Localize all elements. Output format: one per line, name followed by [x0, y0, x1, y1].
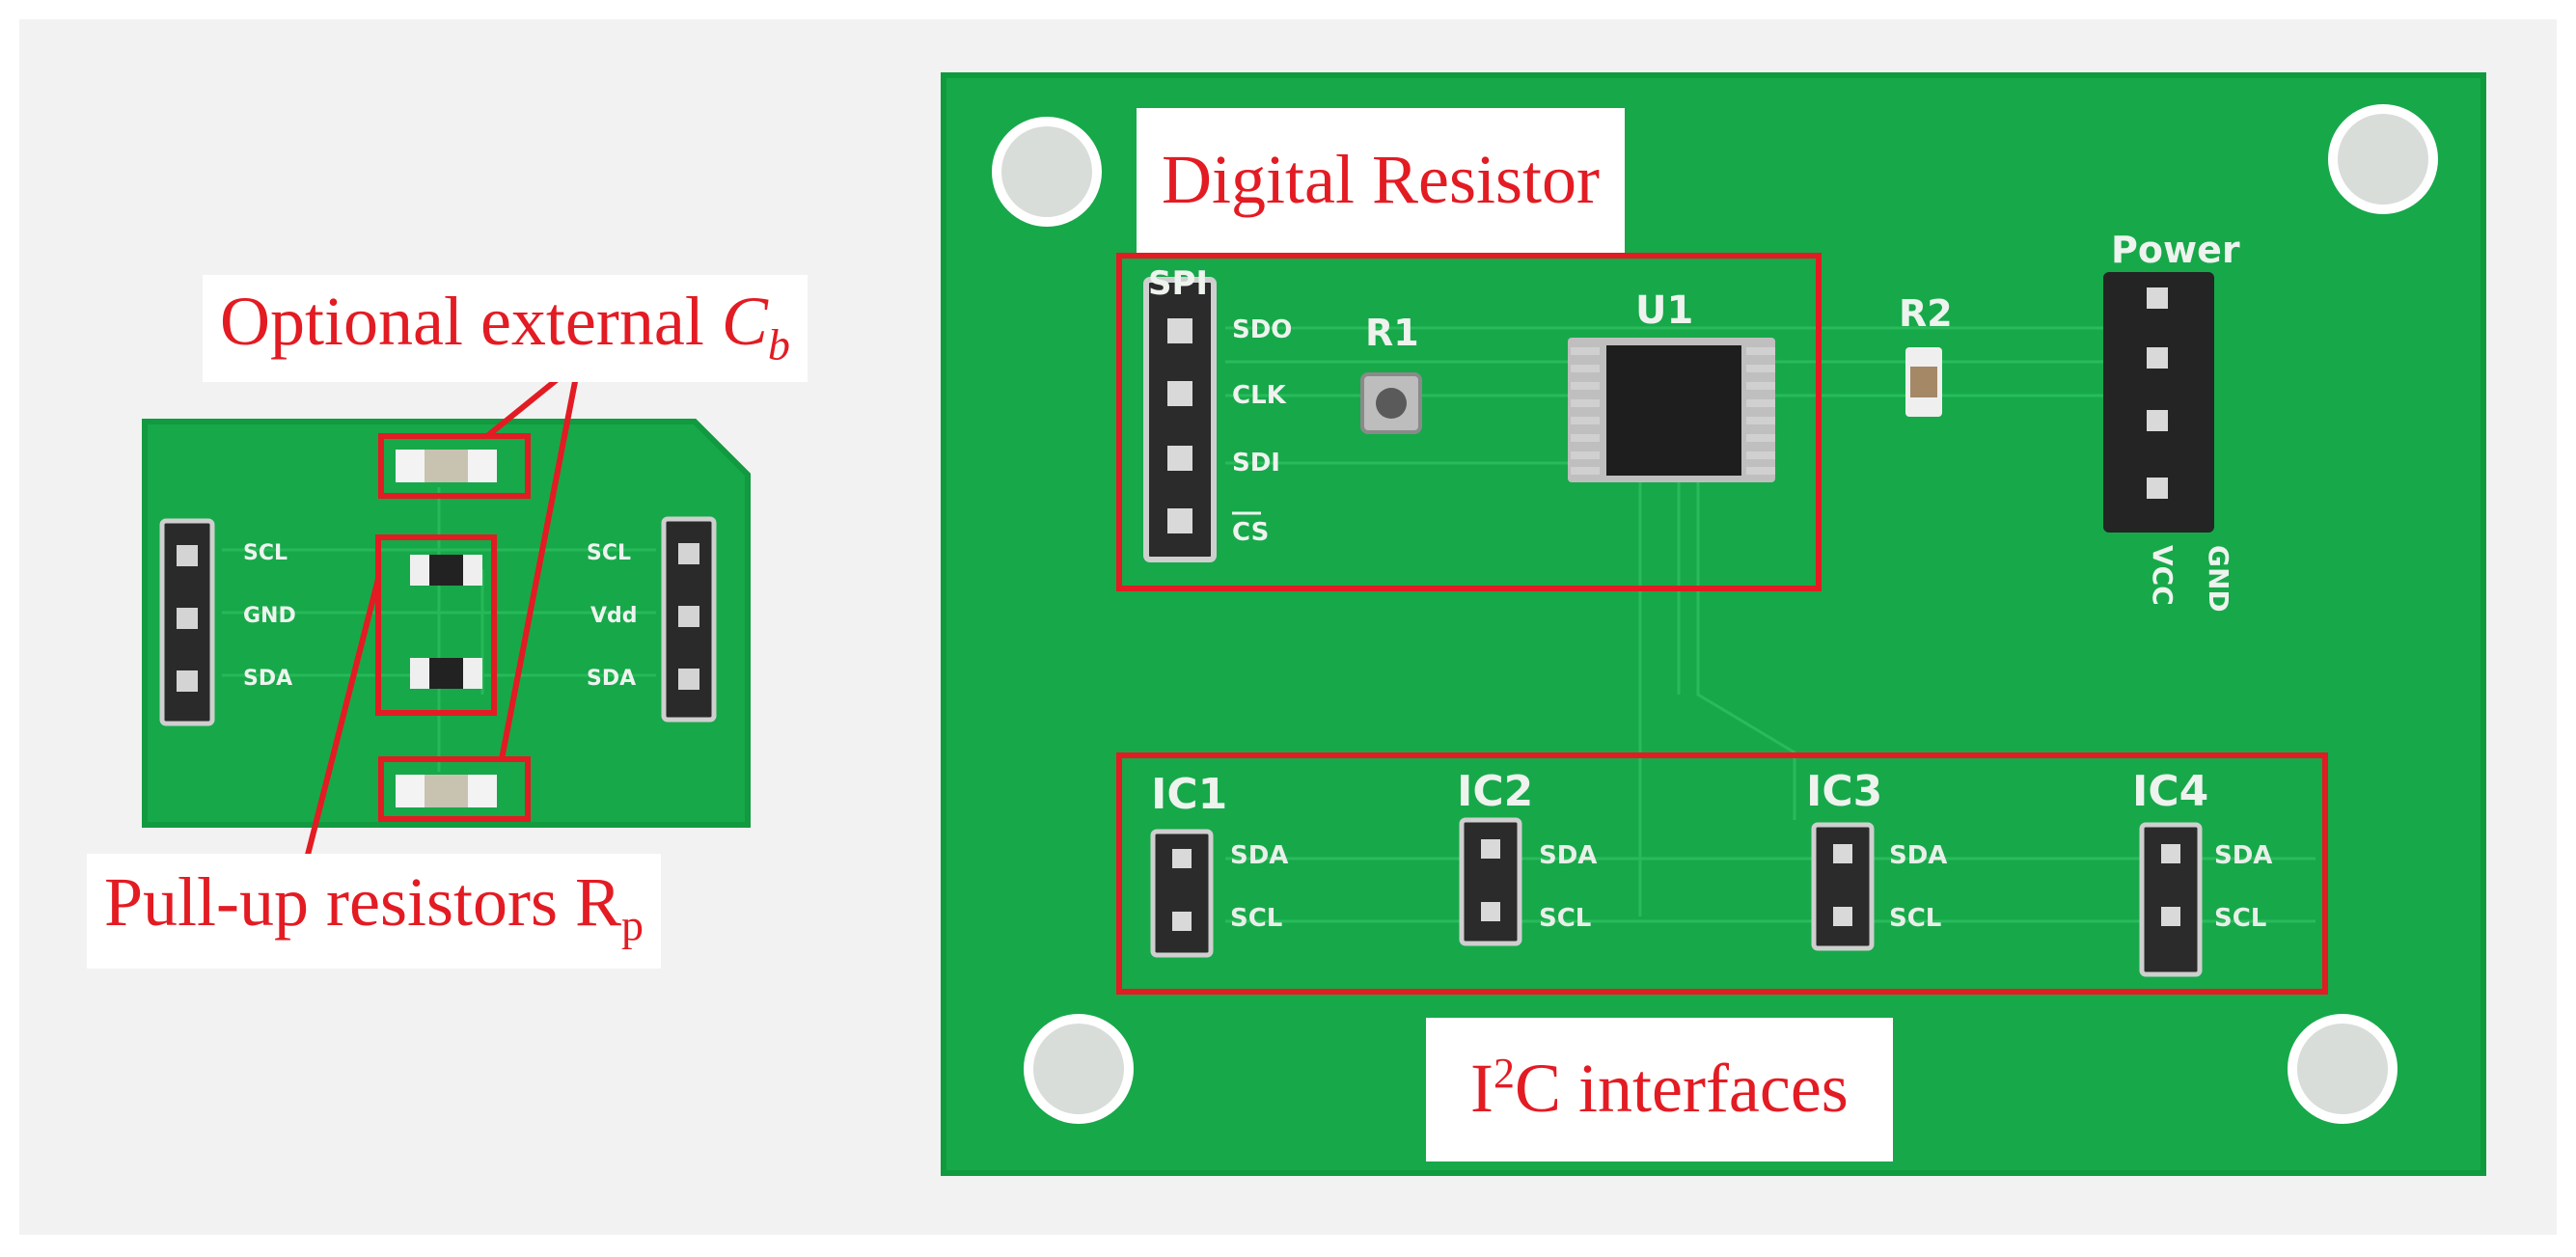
i2c-superscript: 2	[1493, 1050, 1515, 1097]
small-left-pin-2: GND	[243, 604, 296, 628]
pullup-annotation-label: Pull-up resistors Rp	[87, 854, 662, 970]
small-board-annotations	[304, 359, 582, 860]
ic4-label: IC4	[2132, 767, 2208, 816]
small-left-pin-1: SCL	[243, 541, 288, 565]
ic2-pin-scl: SCL	[1539, 904, 1591, 933]
small-right-pin-2: Vdd	[590, 604, 638, 628]
power-pin-gnd: GND	[2203, 545, 2234, 613]
spi-pin-sdo: SDO	[1232, 315, 1292, 344]
i2c-interfaces-label: I2C interfaces	[1426, 1018, 1893, 1161]
spi-header-label: SPI	[1148, 264, 1208, 303]
spi-pin-cs: CS	[1232, 518, 1269, 547]
small-right-pin-1: SCL	[587, 541, 631, 565]
i2c-suffix: C interfaces	[1514, 1050, 1849, 1127]
cb-box-bottom	[378, 756, 531, 822]
power-label: Power	[2111, 229, 2240, 271]
small-left-pin-3: SDA	[243, 667, 292, 691]
small-right-pin-3: SDA	[587, 667, 636, 691]
digital-resistor-box	[1116, 253, 1822, 591]
pullup-subscript: p	[621, 900, 644, 950]
ic2-pin-sda: SDA	[1539, 841, 1597, 870]
ic3-pin-scl: SCL	[1889, 904, 1941, 933]
small-pcb: SCL GND SDA SCL Vdd SDA	[142, 419, 751, 828]
ic1-label: IC1	[1151, 770, 1227, 819]
cb-annotation-label: Optional external Cb	[203, 275, 808, 383]
cb-box-top	[378, 433, 531, 499]
cb-subscript: b	[767, 319, 790, 369]
i2c-prefix: I	[1470, 1050, 1494, 1127]
mounting-holes	[992, 104, 2438, 1124]
spi-pin-sdi: SDI	[1232, 449, 1280, 478]
digital-resistor-text: Digital Resistor	[1162, 141, 1600, 218]
cb-symbol: C	[721, 283, 768, 360]
ic2-label: IC2	[1457, 767, 1533, 816]
r2-label: R2	[1899, 292, 1953, 335]
r1-label: R1	[1365, 312, 1419, 354]
ic1-pin-scl: SCL	[1230, 904, 1282, 933]
ic-headers	[1150, 817, 2203, 977]
ic3-label: IC3	[1806, 767, 1882, 816]
i2c-interfaces-box	[1116, 752, 2328, 995]
ic3-pin-sda: SDA	[1889, 841, 1947, 870]
large-board-annotations	[1116, 253, 2328, 995]
ic1-pin-sda: SDA	[1230, 841, 1288, 870]
spi-pin-clk: CLK	[1232, 381, 1287, 410]
cb-label-text: Optional external	[220, 283, 722, 360]
ic4-pin-sda: SDA	[2214, 841, 2272, 870]
u1-label: U1	[1635, 288, 1693, 333]
pullup-box	[375, 534, 497, 716]
ic4-pin-scl: SCL	[2214, 904, 2266, 933]
digital-resistor-label: Digital Resistor	[1137, 108, 1625, 253]
power-pin-vcc: VCC	[2147, 545, 2179, 606]
pullup-label-text: Pull-up resistors R	[104, 863, 622, 941]
